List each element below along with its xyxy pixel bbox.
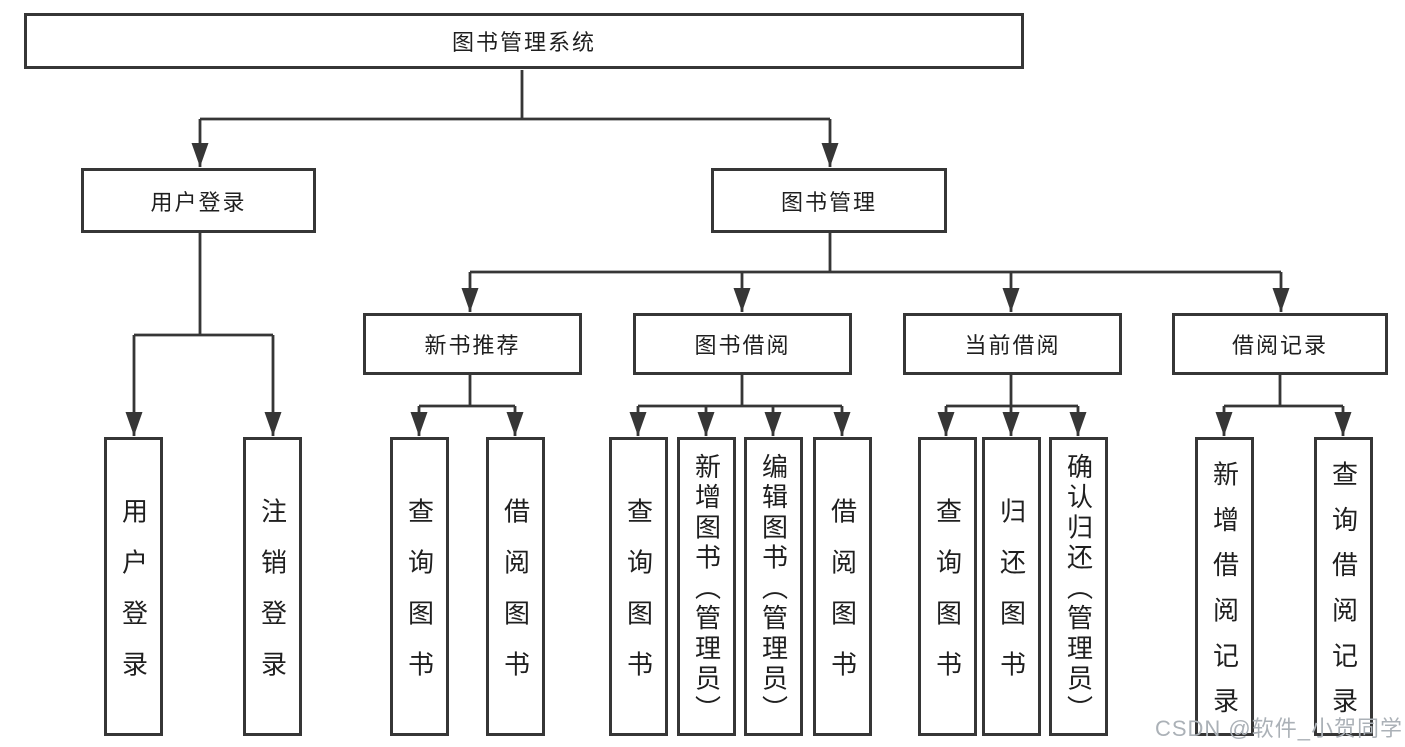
node-borrow-records-label: 借阅记录 xyxy=(1231,333,1328,358)
node-new-book-recommend-label: 新书推荐 xyxy=(424,333,521,358)
leaf-user-login: 用户登录 xyxy=(104,437,163,736)
node-book-management-label: 图书管理 xyxy=(780,189,877,215)
leaf-current-return-books: 归还图书 xyxy=(982,437,1041,736)
node-new-book-recommend: 新书推荐 xyxy=(363,313,582,375)
node-borrow-records: 借阅记录 xyxy=(1172,313,1388,375)
leaf-newbook-query-books: 查询图书 xyxy=(390,437,449,736)
leaf-records-query-borrow-record: 查询借阅记录 xyxy=(1314,437,1373,736)
leaf-records-query-borrow-record-label: 查询借阅记录 xyxy=(1328,460,1359,733)
leaf-current-confirm-return-admin-label: 确认归还（管理员） xyxy=(1063,452,1094,725)
node-current-borrow-label: 当前借阅 xyxy=(964,333,1061,358)
leaf-borrow-borrow-books: 借阅图书 xyxy=(813,437,872,736)
node-book-borrow: 图书借阅 xyxy=(633,313,852,375)
leaf-borrow-query-books: 查询图书 xyxy=(609,437,668,736)
leaf-borrow-edit-books-admin-label: 编辑图书（管理员） xyxy=(758,452,789,725)
leaf-newbook-borrow-books: 借阅图书 xyxy=(486,437,545,736)
node-user-login-label: 用户登录 xyxy=(150,189,247,215)
leaf-records-add-borrow-record-label: 新增借阅记录 xyxy=(1209,460,1240,733)
leaf-borrow-query-books-label: 查询图书 xyxy=(623,497,654,701)
leaf-current-query-books: 查询图书 xyxy=(918,437,977,736)
leaf-borrow-add-books-admin-label: 新增图书（管理员） xyxy=(691,452,722,725)
leaf-records-add-borrow-record: 新增借阅记录 xyxy=(1195,437,1254,736)
leaf-current-return-books-label: 归还图书 xyxy=(996,497,1027,701)
leaf-current-query-books-label: 查询图书 xyxy=(932,497,963,701)
node-root: 图书管理系统 xyxy=(24,13,1024,69)
csdn-watermark: CSDN @软件_小贺同学 xyxy=(1154,716,1403,741)
node-user-login: 用户登录 xyxy=(81,168,316,233)
leaf-borrow-edit-books-admin: 编辑图书（管理员） xyxy=(744,437,803,736)
leaf-user-login-label: 用户登录 xyxy=(118,497,149,701)
leaf-borrow-borrow-books-label: 借阅图书 xyxy=(827,497,858,701)
leaf-borrow-add-books-admin: 新增图书（管理员） xyxy=(677,437,736,736)
leaf-logout-login: 注销登录 xyxy=(243,437,302,736)
leaf-current-confirm-return-admin: 确认归还（管理员） xyxy=(1049,437,1108,736)
node-current-borrow: 当前借阅 xyxy=(903,313,1122,375)
node-book-management: 图书管理 xyxy=(711,168,947,233)
leaf-newbook-query-books-label: 查询图书 xyxy=(404,497,435,701)
node-root-label: 图书管理系统 xyxy=(451,30,596,55)
leaf-newbook-borrow-books-label: 借阅图书 xyxy=(500,497,531,701)
leaf-logout-login-label: 注销登录 xyxy=(257,497,288,701)
node-book-borrow-label: 图书借阅 xyxy=(694,333,791,358)
